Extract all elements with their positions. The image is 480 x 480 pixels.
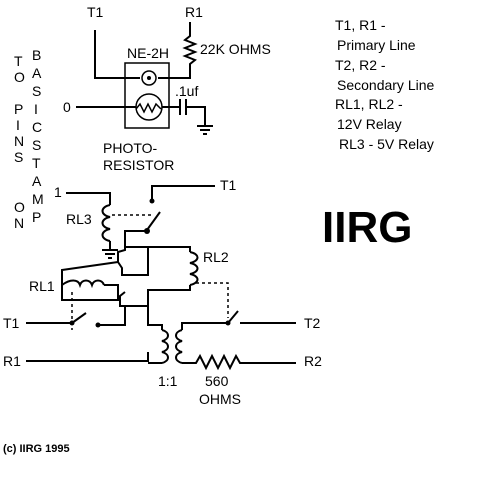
ground-icon [197, 125, 213, 135]
side-text-basic-stamp: B A S I C S T A M P [32, 47, 44, 225]
side-text-char: N [14, 133, 24, 149]
rl2-coil-icon [189, 251, 199, 286]
side-text-char: T [14, 53, 23, 69]
rl2-switch-blade [227, 310, 239, 324]
rl2-linkage [196, 282, 229, 318]
label-ne-2h: NE-2H [127, 45, 169, 61]
label-t1-top: T1 [87, 4, 104, 20]
side-text-char: M [32, 191, 44, 207]
label-rl2: RL2 [203, 249, 229, 265]
legend-line: T2, R2 - [335, 57, 386, 73]
legend-line: Secondary Line [337, 77, 435, 93]
transformer-secondary-icon [175, 329, 183, 364]
capacitor-icon [179, 99, 187, 115]
wire-rl1-to-xfmr [98, 306, 126, 326]
side-text-char: P [14, 101, 23, 117]
side-text-char: S [14, 149, 23, 165]
wire-rl2-top [148, 246, 191, 252]
wire-xfmr-primary-top [147, 306, 163, 330]
label-photo-1: PHOTO- [103, 140, 158, 156]
rl3-switch-blade [146, 211, 161, 231]
wire-xfmr-sec-top [181, 322, 228, 330]
copyright: (c) IIRG 1995 [3, 443, 70, 455]
wire-rl1-return [61, 284, 119, 301]
wire-r2-line [182, 353, 296, 371]
side-text-char: O [14, 199, 25, 215]
legend-line: RL1, RL2 - [335, 96, 403, 112]
side-text-char: A [32, 65, 42, 81]
rl1-switch-blade [71, 312, 87, 324]
legend: T1, R1 - Primary Line T2, R2 - Secondary… [335, 17, 435, 152]
legend-line: T1, R1 - [335, 17, 386, 33]
side-text-char: I [16, 117, 20, 133]
label-t1-mid: T1 [220, 177, 237, 193]
label-560: 560 [205, 373, 229, 389]
wire-r1-line [26, 352, 149, 362]
transformer-primary-icon [161, 329, 169, 364]
legend-line: 12V Relay [337, 116, 402, 132]
label-ratio: 1:1 [158, 373, 178, 389]
wire-cap-ground [186, 106, 206, 126]
label-t1-left: T1 [3, 315, 20, 331]
photoresistor-zigzag [135, 102, 162, 114]
side-text-char: B [32, 47, 41, 63]
label-rl3: RL3 [66, 211, 92, 227]
side-text-char: I [34, 101, 38, 117]
wire-rl1-loop [61, 261, 119, 285]
side-text-char: S [32, 137, 41, 153]
side-text-char: C [32, 119, 42, 135]
label-r1-top: R1 [185, 4, 203, 20]
legend-line: RL3 - 5V Relay [339, 136, 434, 152]
neon-bulb-icon [141, 70, 157, 86]
neon-bulb-dot [147, 76, 151, 80]
wire-r1-top [158, 22, 198, 79]
side-text-char: S [32, 83, 41, 99]
label-ohms: OHMS [199, 391, 241, 407]
side-text-char: T [32, 155, 41, 171]
wire-rl2-bottom [119, 285, 191, 307]
legend-line: Primary Line [337, 37, 416, 53]
label-photo-2: RESISTOR [103, 157, 174, 173]
label-r2-right: R2 [304, 353, 322, 369]
side-text-to-pins-on: T O P I N S O N [14, 53, 25, 231]
side-text-char: P [32, 209, 41, 225]
side-text-char: A [32, 173, 42, 189]
label-t2-right: T2 [304, 315, 321, 331]
side-text-char: N [14, 215, 24, 231]
label-22k-ohms: 22K OHMS [200, 41, 271, 57]
opto-box [124, 62, 170, 129]
wire-t1-mid [151, 185, 215, 200]
rl3-contact-dot [149, 198, 155, 204]
label-one: 1 [54, 184, 62, 200]
wire-input-1 [66, 192, 111, 205]
rl3-coil-icon [101, 204, 111, 242]
label-rl1: RL1 [29, 278, 55, 294]
logo-iirg: IIRG [322, 203, 412, 252]
rl1-coil-icon [61, 279, 105, 289]
label-cap: .1uf [175, 83, 198, 99]
label-r1-left: R1 [3, 353, 21, 369]
wire-rl3-to-relays [117, 230, 149, 276]
label-zero: 0 [63, 99, 71, 115]
ground-icon-rl3 [102, 249, 118, 259]
side-text-char: O [14, 69, 25, 85]
